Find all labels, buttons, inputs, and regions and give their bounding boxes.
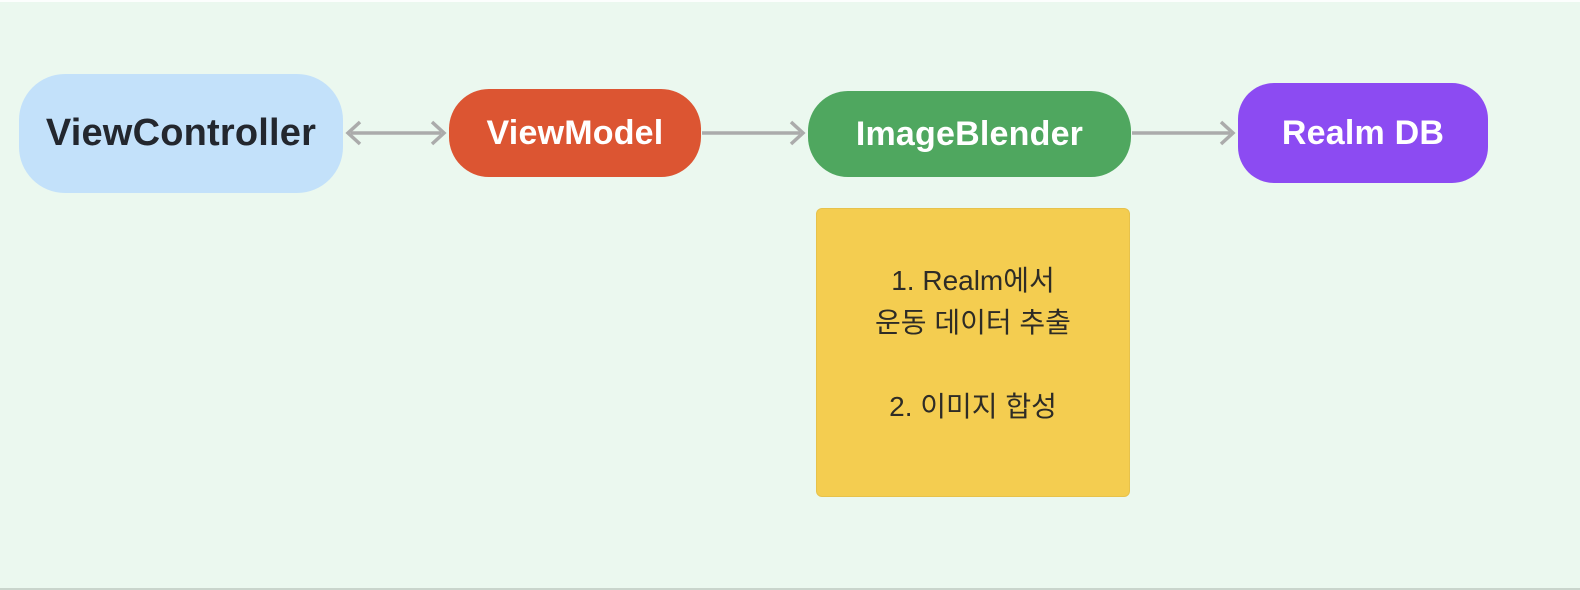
node-realmdb[interactable]: Realm DB [1238, 83, 1488, 183]
note-line-3: 2. 이미지 합성 [889, 390, 1057, 422]
imageblender-note[interactable]: 1. Realm에서 운동 데이터 추출 2. 이미지 합성 [816, 208, 1130, 497]
node-viewmodel[interactable]: ViewModel [449, 89, 701, 177]
arrow-imageblender-realmdb[interactable] [1131, 113, 1238, 153]
bottom-edge-line [0, 588, 1580, 590]
bidirectional-arrow-viewcontroller-viewmodel[interactable] [343, 113, 449, 153]
node-viewcontroller-label: ViewController [45, 112, 317, 154]
note-line-2: 운동 데이터 추출 [875, 306, 1071, 338]
arrow-viewmodel-imageblender[interactable] [701, 113, 808, 153]
node-imageblender[interactable]: ImageBlender [808, 91, 1131, 177]
node-realmdb-label: Realm DB [1281, 113, 1445, 152]
node-imageblender-label: ImageBlender [855, 114, 1084, 153]
note-line-1: 1. Realm에서 [891, 264, 1055, 296]
top-edge-highlight [0, 0, 1580, 2]
node-viewmodel-label: ViewModel [486, 113, 664, 152]
node-viewcontroller[interactable]: ViewController [19, 74, 343, 193]
